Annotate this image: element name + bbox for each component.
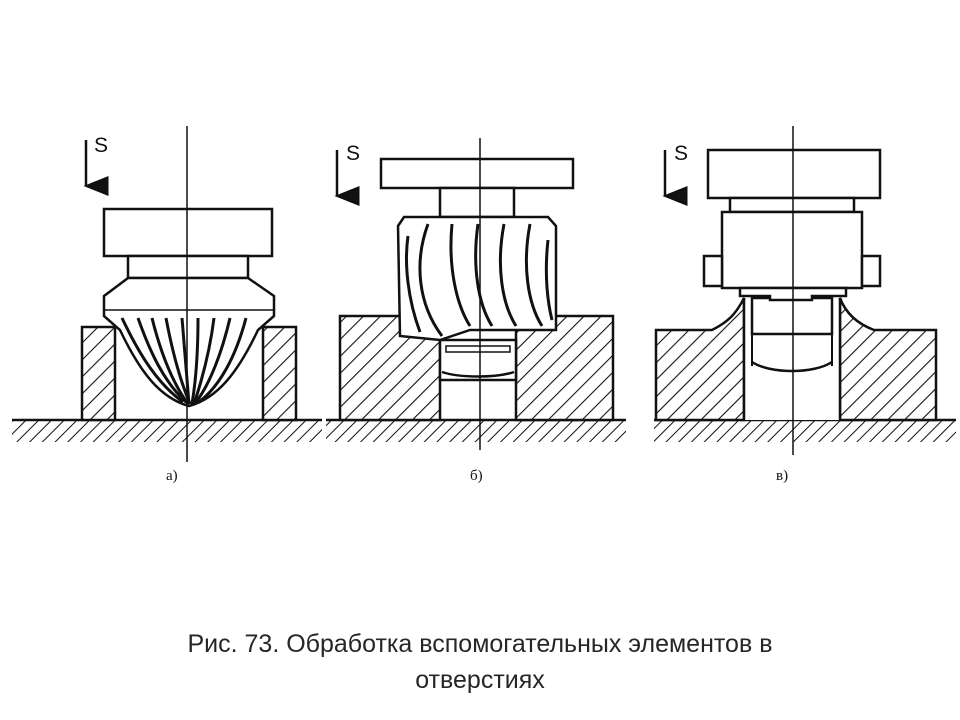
cutter-teeth-a	[120, 317, 248, 405]
tool-holder-b	[379, 157, 575, 190]
tool-holder-a	[102, 207, 274, 258]
workpiece-right-b	[514, 314, 615, 422]
cutter-wing-left-v	[702, 254, 724, 288]
workpiece-left-v	[654, 297, 746, 422]
cutter-body-v	[720, 210, 864, 290]
cutter-wing-right-v	[860, 254, 882, 288]
figure-caption: Рис. 73. Обработка вспомогательных элеме…	[60, 626, 900, 698]
tool-neck-a	[126, 254, 250, 280]
feed-symbol-a: S	[94, 134, 108, 157]
base-plate-a	[12, 420, 322, 442]
feed-symbol-b: S	[346, 142, 360, 165]
tool-shank-b	[438, 186, 516, 219]
tool-collar-v	[728, 196, 856, 214]
subfigure-v-drawing: S	[654, 126, 956, 455]
subfigure-label-a: а)	[166, 468, 178, 484]
workpiece-right-a	[261, 325, 298, 422]
workpiece-right-v	[838, 297, 938, 422]
helical-flutes-b	[405, 223, 554, 337]
subfigure-a-drawing: S	[12, 126, 322, 462]
tool-holder-v	[706, 148, 882, 200]
caption-line-1: Рис. 73. Обработка вспомогательных элеме…	[187, 630, 773, 658]
base-plate-b	[326, 420, 626, 442]
subfigure-b-drawing: S	[326, 138, 626, 450]
subfigure-label-v: в)	[776, 468, 789, 484]
base-plate-v	[654, 420, 956, 442]
caption-line-2: отверстиях	[415, 666, 545, 694]
feed-symbol-v: S	[674, 142, 688, 165]
bore-step-v	[750, 296, 834, 336]
workpiece-left-a	[80, 325, 117, 422]
subfigure-label-b: б)	[470, 468, 483, 484]
